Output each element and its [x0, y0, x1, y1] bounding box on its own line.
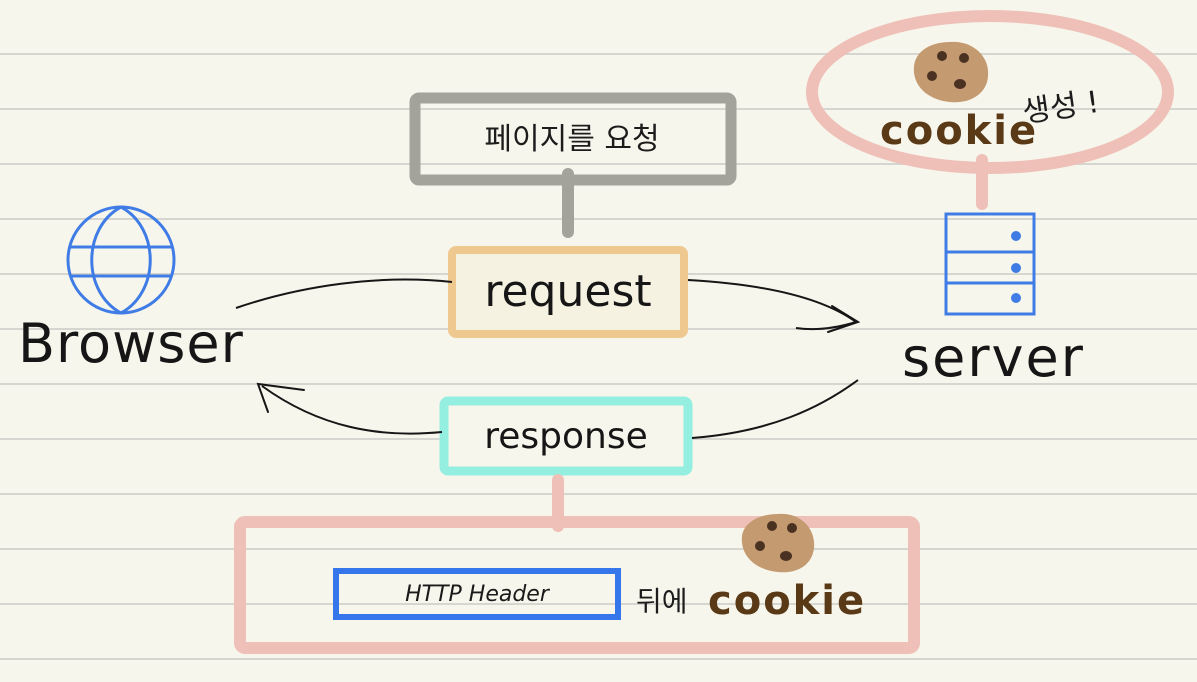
- behind-label: 뒤에: [636, 585, 688, 618]
- cookie-highlight-ellipse: [806, 10, 1174, 174]
- page-request-label: 페이지를 요청: [484, 122, 660, 157]
- browser-label: Browser: [18, 312, 244, 375]
- response-arrow-head: [256, 382, 305, 413]
- page-request-box: [409, 92, 737, 186]
- request-arrow-left: [235, 278, 453, 309]
- response-box: [439, 396, 693, 476]
- response-label: response: [484, 416, 648, 457]
- globe-icon: [66, 205, 176, 315]
- cookie-container-box: [234, 516, 920, 654]
- response-arrow-left: [261, 385, 443, 435]
- cookie-label-bottom: cookie: [708, 578, 867, 624]
- request-arrow-right: [687, 279, 859, 331]
- server-label: server: [902, 326, 1085, 389]
- cookie-icon: [913, 41, 989, 103]
- cookie-label-top: cookie: [880, 108, 1039, 154]
- request-arrow-head: [827, 305, 861, 333]
- http-header-label: HTTP Header: [405, 582, 549, 607]
- request-label: request: [484, 266, 652, 317]
- response-arrow-right: [691, 379, 859, 439]
- http-header-box: [333, 568, 621, 620]
- server-icon: [944, 212, 1036, 316]
- request-box: [448, 246, 688, 338]
- cookie-icon: [741, 513, 815, 573]
